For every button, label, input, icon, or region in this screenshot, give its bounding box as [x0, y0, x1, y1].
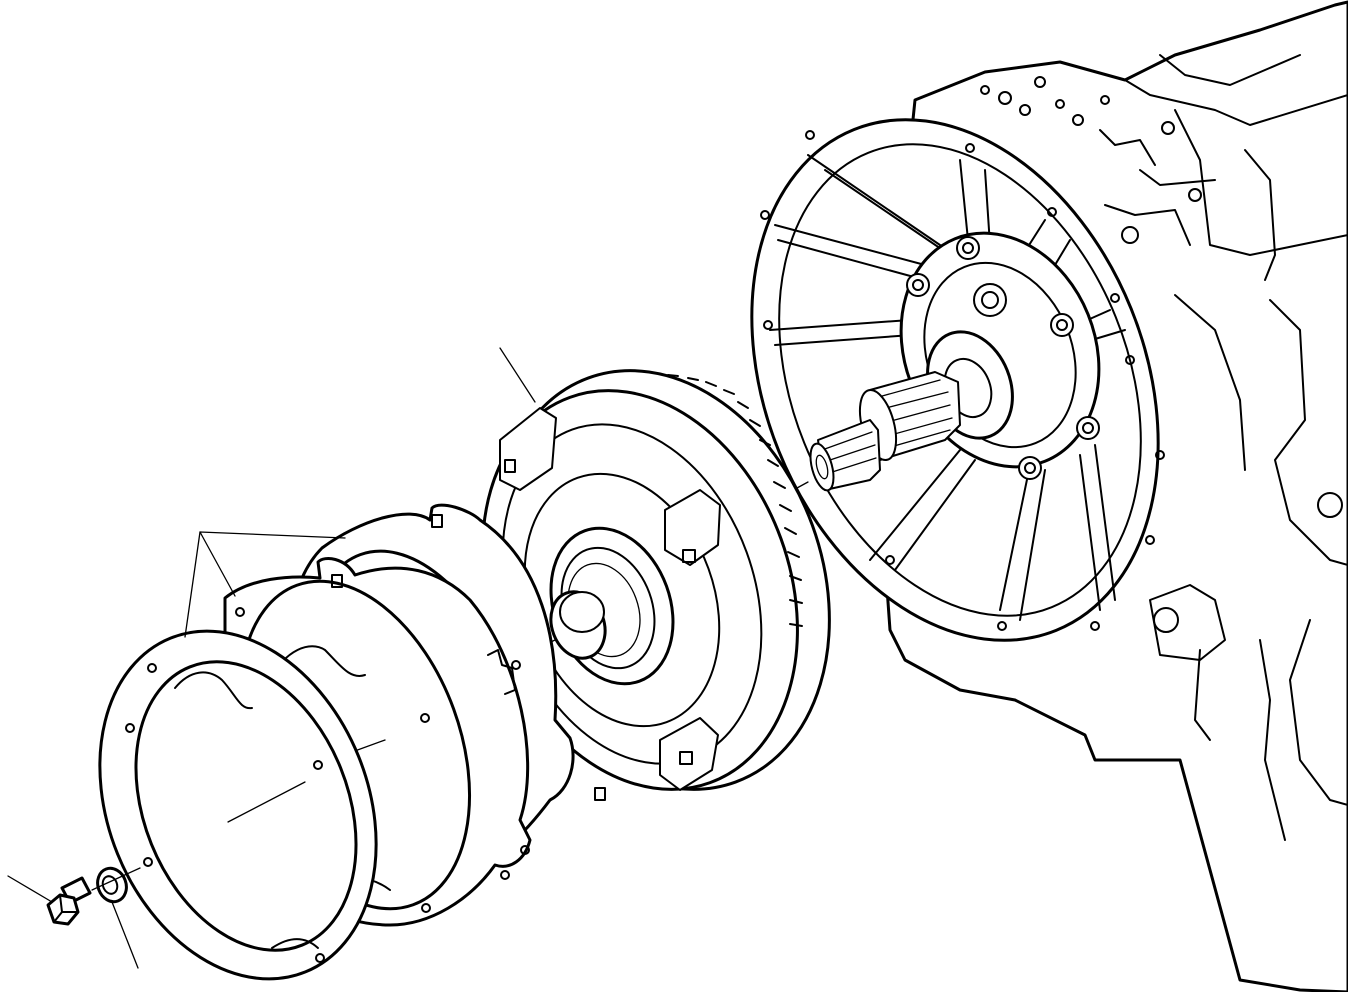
middle-plate-key: [487, 649, 516, 695]
leader-line-bolt: [7, 875, 53, 903]
casing-ridge: [1139, 169, 1216, 186]
bolt-centerline: [91, 867, 141, 891]
bolt-head: [46, 893, 80, 926]
drive-plate-outer-bore: [134, 660, 358, 952]
bell-housing: [750, 118, 1165, 642]
casing-ridge: [1099, 129, 1156, 166]
leader-line-torque-converter: [499, 347, 536, 403]
bell-housing-inner-ring: [778, 143, 1142, 617]
outer-plate-centerline: [227, 781, 306, 823]
casing-ridge: [1159, 54, 1301, 86]
washer: [96, 866, 128, 904]
splined-input-shaft: [774, 371, 961, 501]
casing-ridge: [1104, 204, 1191, 246]
casing-ridge: [1269, 299, 1348, 566]
leader-line-drive-plates: [199, 531, 236, 597]
torque-converter: [481, 369, 831, 791]
leader-lines: [7, 347, 536, 969]
pump-lugs: [906, 236, 1100, 480]
drive-plate-outer: [98, 629, 378, 981]
converter-rim-fins: [667, 374, 803, 627]
casing-ridge: [1174, 294, 1246, 471]
casing-ridge: [1194, 649, 1211, 741]
casing-lug: [1149, 584, 1226, 661]
outer-plate-holes: [125, 663, 325, 963]
casing-ridge: [1124, 79, 1348, 126]
middle-plate-holes: [235, 607, 530, 913]
casing-ridge: [1289, 619, 1348, 806]
leader-line-washer: [111, 901, 139, 969]
casing-ridge: [1244, 149, 1276, 281]
converter-mounting-lugs: [499, 407, 721, 791]
casing-ridge: [1259, 639, 1286, 841]
bell-flange-holes: [760, 130, 1165, 631]
bolt: [46, 867, 141, 926]
drive-plate-outer-ring: [98, 629, 378, 981]
casing-ridge: [1174, 109, 1348, 256]
